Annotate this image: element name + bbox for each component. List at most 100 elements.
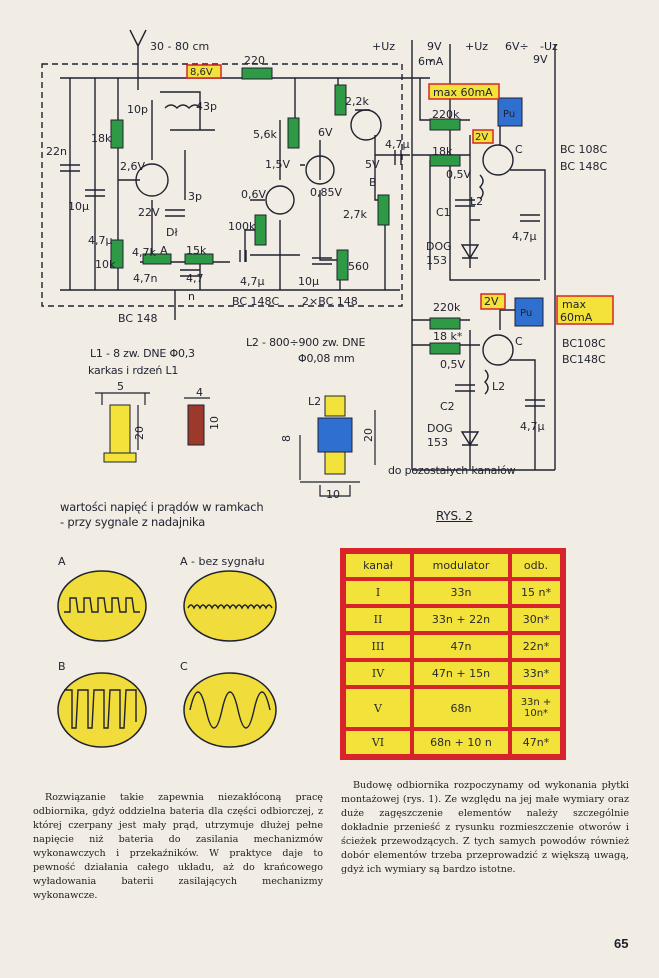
svg-text:6V÷: 6V÷ bbox=[505, 40, 529, 53]
svg-text:DOG: DOG bbox=[426, 240, 452, 253]
coil-l2-wire-note: Φ0,08 mm bbox=[298, 352, 355, 365]
modulator-cell: 33n bbox=[412, 579, 510, 607]
svg-text:220k: 220k bbox=[432, 108, 460, 121]
channel-cell: V bbox=[344, 687, 412, 729]
modulator-cell: 47n + 15n bbox=[412, 660, 510, 688]
svg-text:4,7µ: 4,7µ bbox=[520, 420, 545, 433]
scope-a-label: A bbox=[58, 555, 66, 568]
svg-text:5: 5 bbox=[117, 380, 124, 393]
svg-text:2,7k: 2,7k bbox=[343, 208, 367, 221]
coil-l2-note: L2 - 800÷900 zw. DNE bbox=[246, 336, 366, 349]
circuit-schematic: Pu Pu 8,6V max 60mA 2V 2V max 60mA 30 - … bbox=[41, 29, 614, 501]
svg-text:BC 148: BC 148 bbox=[118, 312, 158, 325]
svg-text:C: C bbox=[515, 335, 523, 348]
svg-text:A: A bbox=[160, 244, 168, 257]
svg-text:4,7n: 4,7n bbox=[133, 272, 157, 285]
receiver-cell: 22n* bbox=[510, 633, 562, 661]
svg-text:Pu: Pu bbox=[503, 109, 515, 120]
scope-c-label: C bbox=[180, 660, 188, 673]
svg-text:8: 8 bbox=[280, 435, 293, 442]
channel-cell: I bbox=[344, 579, 412, 607]
channel-cell: IV bbox=[344, 660, 412, 688]
svg-text:-Uz: -Uz bbox=[540, 40, 558, 53]
svg-text:Pu: Pu bbox=[520, 308, 532, 319]
scope-a-no-signal-label: A - bez sygnału bbox=[180, 555, 265, 568]
table-header-row: kanał modulator odb. bbox=[344, 552, 562, 580]
receiver-cell: 47n* bbox=[510, 728, 562, 756]
scope-c bbox=[183, 672, 277, 748]
receiver-cell: 30n* bbox=[510, 606, 562, 634]
receiver-cell: 33n + 10n* bbox=[510, 687, 562, 729]
table-row: V 68n 33n + 10n* bbox=[344, 687, 562, 729]
table-row: I 33n 15 n* bbox=[344, 579, 562, 607]
svg-text:B: B bbox=[369, 176, 377, 189]
svg-text:15k: 15k bbox=[186, 244, 207, 257]
table-row: II 33n + 22n 30n* bbox=[344, 606, 562, 634]
legend-note-line1: wartości napięć i prądów w ramkach bbox=[60, 500, 264, 514]
channel-cell: III bbox=[344, 633, 412, 661]
col-header-modulator: modulator bbox=[412, 552, 510, 580]
scope-b-label: B bbox=[58, 660, 66, 673]
svg-text:10: 10 bbox=[326, 488, 340, 501]
channel-cell: VI bbox=[344, 728, 412, 756]
svg-text:Dł: Dł bbox=[166, 226, 178, 239]
svg-text:4: 4 bbox=[196, 386, 203, 399]
scope-b bbox=[57, 672, 147, 748]
svg-text:2,6V: 2,6V bbox=[120, 160, 145, 173]
channel-cell: II bbox=[344, 606, 412, 634]
svg-text:220k: 220k bbox=[433, 301, 461, 314]
box-2v-1: 2V bbox=[475, 132, 488, 143]
svg-text:5V: 5V bbox=[365, 158, 380, 171]
svg-text:30 - 80 cm: 30 - 80 cm bbox=[150, 40, 209, 53]
svg-text:C1: C1 bbox=[436, 206, 451, 219]
svg-text:4,7: 4,7 bbox=[186, 272, 204, 285]
svg-text:4,7k: 4,7k bbox=[132, 246, 156, 259]
svg-text:C: C bbox=[515, 143, 523, 156]
svg-text:DOG: DOG bbox=[427, 422, 453, 435]
svg-text:153: 153 bbox=[426, 254, 447, 267]
modulator-cell: 68n + 10 n bbox=[412, 728, 510, 756]
svg-text:n: n bbox=[188, 290, 195, 303]
oscilloscope-traces: A A - bez sygnału B C bbox=[57, 555, 277, 748]
svg-text:22V: 22V bbox=[138, 206, 160, 219]
to-other-channels: do pozostałych kanałów bbox=[388, 464, 516, 477]
table-row: III 47n 22n* bbox=[344, 633, 562, 661]
svg-text:BC 108C: BC 108C bbox=[560, 143, 608, 156]
svg-text:5,6k: 5,6k bbox=[253, 128, 277, 141]
body-text-left: Rozwiązanie takie zapewnia niezakłóconą … bbox=[33, 792, 323, 901]
svg-text:10µ: 10µ bbox=[68, 200, 89, 213]
receiver-cell: 15 n* bbox=[510, 579, 562, 607]
svg-text:10µ: 10µ bbox=[298, 275, 319, 288]
svg-text:BC 148C: BC 148C bbox=[560, 160, 608, 173]
svg-text:10p: 10p bbox=[127, 103, 148, 116]
svg-text:100k: 100k bbox=[228, 220, 256, 233]
modulator-cell: 47n bbox=[412, 633, 510, 661]
coil-l1-note: L1 - 8 zw. DNE Φ0,3 bbox=[90, 347, 195, 360]
scope-a-no-signal bbox=[183, 570, 277, 642]
svg-text:6mA: 6mA bbox=[418, 55, 444, 68]
channel-capacitor-table: kanał modulator odb. I 33n 15 n* II 33n … bbox=[340, 548, 566, 760]
legend-note-line2: - przy sygnale z nadajnika bbox=[60, 515, 206, 529]
svg-text:220: 220 bbox=[244, 54, 265, 67]
svg-text:153: 153 bbox=[427, 436, 448, 449]
svg-text:43p: 43p bbox=[196, 100, 217, 113]
svg-text:L2: L2 bbox=[492, 380, 505, 393]
svg-text:2,2k: 2,2k bbox=[345, 95, 369, 108]
svg-text:4,7µ: 4,7µ bbox=[240, 275, 265, 288]
scope-a bbox=[57, 570, 147, 642]
coil-l1-core-note: karkas i rdzeń L1 bbox=[88, 364, 179, 377]
svg-text:22n: 22n bbox=[46, 145, 67, 158]
col-header-receiver: odb. bbox=[510, 552, 562, 580]
page-number: 65 bbox=[614, 936, 629, 951]
svg-text:10: 10 bbox=[208, 416, 221, 430]
body-text-right: Budowę odbiornika rozpoczynamy od wykona… bbox=[341, 780, 629, 875]
svg-text:3p: 3p bbox=[188, 190, 202, 203]
svg-text:9V: 9V bbox=[427, 40, 442, 53]
svg-text:18k: 18k bbox=[91, 132, 112, 145]
svg-text:6V: 6V bbox=[318, 126, 333, 139]
svg-text:18 k*: 18 k* bbox=[433, 330, 463, 343]
box-supply-voltage: 8,6V bbox=[190, 67, 213, 78]
svg-text:L2: L2 bbox=[308, 395, 321, 408]
modulator-cell: 68n bbox=[412, 687, 510, 729]
svg-text:0,5V: 0,5V bbox=[440, 358, 465, 371]
